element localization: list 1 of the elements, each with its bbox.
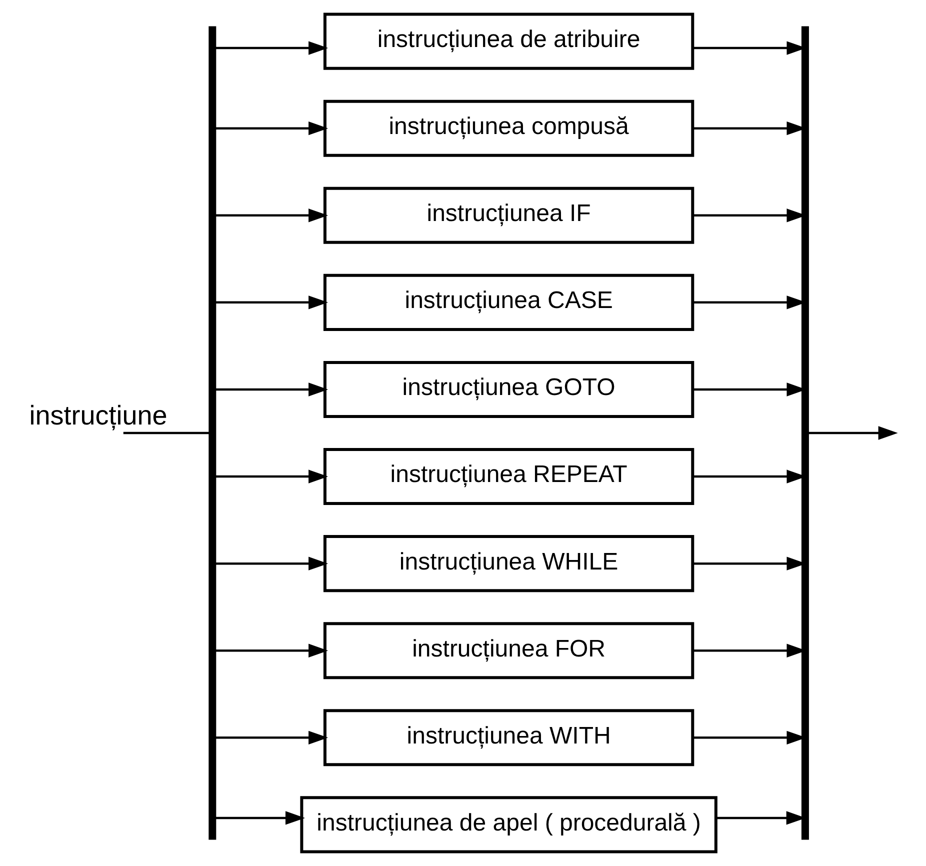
edge-label: instrucțiune — [29, 400, 168, 431]
